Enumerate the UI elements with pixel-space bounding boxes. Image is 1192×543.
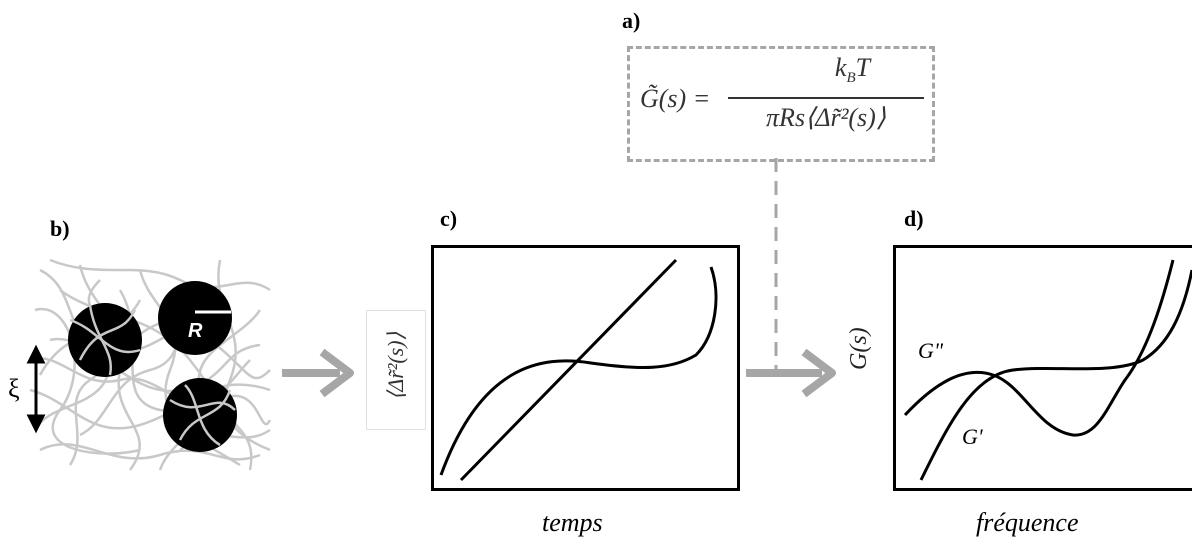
mesh-size-arrow — [26, 344, 46, 434]
ylabel-box-c: ⟨Δr̃²(s)⟩ — [366, 310, 426, 430]
mesh-size-label: ξ — [8, 374, 20, 403]
curves-d — [903, 259, 1192, 481]
polymer-network — [26, 258, 272, 471]
curves-c — [439, 258, 718, 482]
plot-box-d — [893, 245, 1192, 491]
fiber-mesh — [29, 258, 272, 471]
formula-box: G̃(s) = kBT πRs⟨Δr̃²(s)⟩ — [627, 46, 935, 162]
ylabel-d: G(s) — [846, 327, 872, 370]
curve-c-plateau — [439, 266, 718, 476]
label-g-prime: G' — [962, 424, 983, 449]
ylabel-c: ⟨Δr̃²(s)⟩ — [383, 331, 408, 401]
xlabel-c: temps — [542, 508, 603, 537]
arrow-b-to-c — [282, 348, 354, 398]
label-g-double-prime: G" — [918, 338, 944, 363]
formula-numerator: kBT — [834, 53, 871, 87]
curve-c-linear — [459, 258, 678, 482]
fiber-overlay — [69, 304, 236, 447]
arrow-c-to-d — [746, 348, 836, 398]
radius-label: R — [188, 320, 203, 342]
particle-free — [158, 281, 232, 355]
curve-d-gprime — [903, 259, 1175, 437]
panel-label-d: d) — [904, 206, 924, 231]
panel-label-c: c) — [440, 206, 458, 231]
fraction-bar — [728, 97, 924, 99]
panel-label-b: b) — [50, 216, 70, 241]
plot-box-c — [431, 245, 740, 491]
curve-d-gdoubleprime — [919, 269, 1192, 481]
formula-lhs: G̃(s) = — [640, 84, 711, 113]
panel-label-a: a) — [622, 8, 641, 33]
xlabel-d: fréquence — [976, 508, 1079, 537]
formula-denominator: πRs⟨Δr̃²(s)⟩ — [766, 103, 886, 132]
particle-embedded-1 — [68, 303, 142, 377]
